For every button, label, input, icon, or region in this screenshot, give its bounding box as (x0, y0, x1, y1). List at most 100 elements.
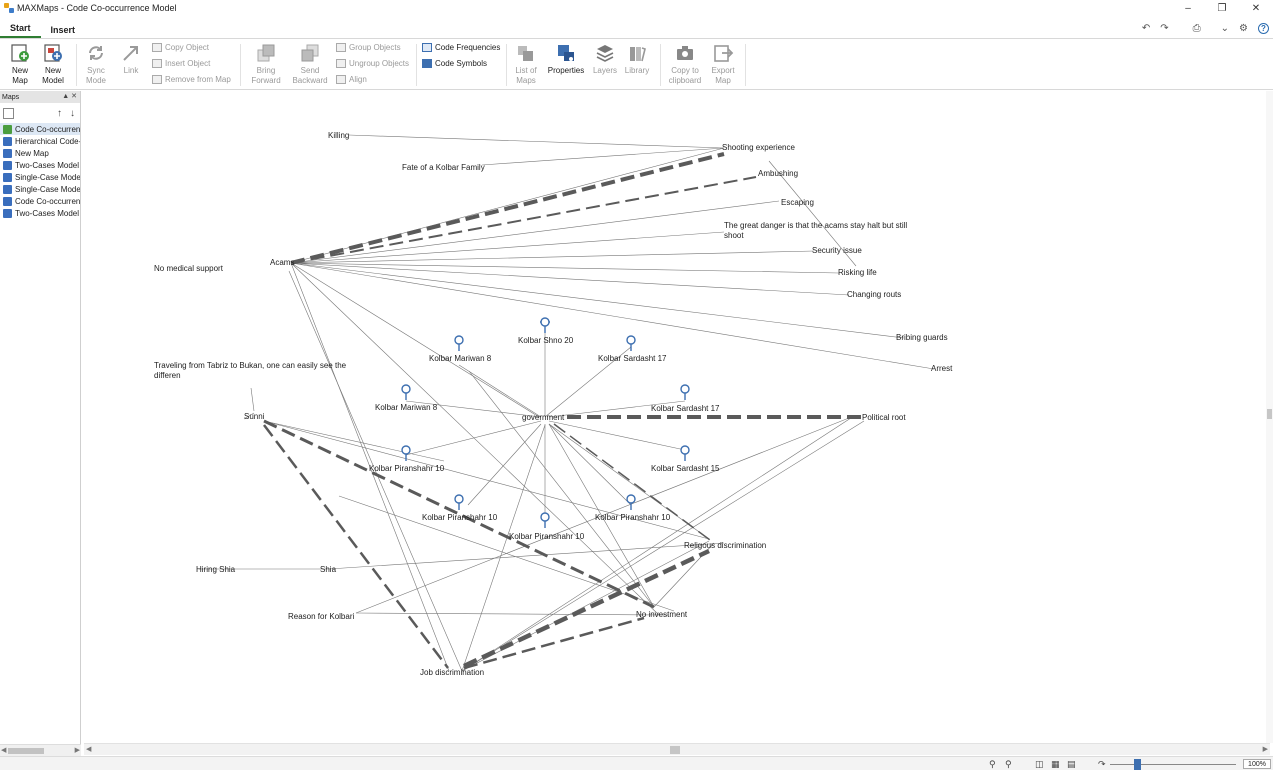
new-map-small-icon[interactable] (3, 107, 14, 119)
fit-page-icon[interactable]: ▦ (1051, 759, 1060, 769)
document-icon[interactable] (540, 512, 550, 528)
map-canvas[interactable]: Killing Shooting experience Fate of a Ko… (84, 91, 1270, 743)
gear-icon[interactable]: ⚙ (1239, 23, 1248, 34)
map-list-item[interactable]: Code Co-occurrence Model (0, 195, 80, 207)
document-kolbar-mariwan-8[interactable]: Kolbar Mariwan 8 (375, 403, 438, 412)
map-list-item[interactable]: Hierarchical Code-Subcodes Model (0, 135, 80, 147)
code-shia[interactable]: Shia (320, 565, 337, 574)
code-religious-discrimination[interactable]: Religous discrimination (684, 541, 767, 550)
scrollbar-thumb[interactable] (8, 748, 44, 754)
undo-icon[interactable]: ↶ (1141, 23, 1151, 34)
properties-button[interactable]: Properties (546, 42, 586, 76)
code-killing[interactable]: Killing (328, 131, 350, 140)
canvas-vertical-scrollbar[interactable] (1266, 91, 1273, 743)
map-list-item[interactable]: Single-Case Model (0, 171, 80, 183)
list-of-maps-button[interactable]: List of Maps (511, 42, 541, 86)
code-job-discrimination[interactable]: Job discrimination (420, 668, 485, 677)
code-risking-life[interactable]: Risking life (838, 268, 877, 277)
code-escaping[interactable]: Escaping (781, 198, 814, 207)
new-model-button[interactable]: New Model (38, 42, 68, 86)
code-hiring-shia[interactable]: Hiring Shia (196, 565, 236, 574)
minimize-icon[interactable]: – (1185, 2, 1191, 14)
code-bribing-guards[interactable]: Bribing guards (896, 333, 948, 342)
code-no-investment[interactable]: No investment (636, 610, 688, 619)
insert-object-button[interactable]: Insert Object (152, 59, 210, 68)
document-kolbar-sardasht-17[interactable]: Kolbar Sardasht 17 (598, 354, 667, 363)
copy-to-clipboard-button[interactable]: Copy to clipboard (665, 42, 705, 86)
code-arrest[interactable]: Arrest (931, 364, 953, 373)
pin-close-icon[interactable]: ▲ ✕ (62, 93, 77, 100)
document-kolbar-piranshahr-10[interactable]: Kolbar Piranshahr 10 (422, 513, 498, 522)
code-traveling-tabriz-bukan[interactable]: Traveling from Tabriz to Bukan, one can … (154, 361, 347, 380)
close-icon[interactable]: ✕ (1251, 2, 1261, 14)
document-icon[interactable] (401, 384, 411, 400)
document-icon[interactable] (626, 335, 636, 351)
map-list-item[interactable]: Single-Case Model (0, 183, 80, 195)
code-fate-of-kolbar-family[interactable]: Fate of a Kolbar Family (402, 163, 485, 172)
restore-icon[interactable]: ❐ (1217, 2, 1227, 14)
align-button[interactable]: Align (336, 75, 367, 84)
zoom-reset-icon[interactable]: ↷ (1098, 759, 1106, 769)
zoom-out-icon[interactable]: ⚲ (1005, 759, 1012, 769)
document-kolbar-piranshahr-10[interactable]: Kolbar Piranshahr 10 (369, 464, 445, 473)
print-icon[interactable]: ⎙ (1192, 23, 1201, 34)
code-symbols-button[interactable]: Code Symbols (422, 59, 487, 68)
send-backward-button[interactable]: Send Backward (290, 42, 330, 86)
code-ambushing[interactable]: Ambushing (758, 169, 799, 178)
document-icon[interactable] (401, 445, 411, 461)
zoom-slider-track[interactable] (1110, 764, 1236, 765)
document-kolbar-mariwan-8[interactable]: Kolbar Mariwan 8 (429, 354, 492, 363)
document-icon[interactable] (680, 384, 690, 400)
code-security-issue[interactable]: Security issue (812, 246, 862, 255)
ungroup-objects-button[interactable]: Ungroup Objects (336, 59, 409, 68)
scroll-left-icon[interactable]: ◀ (1, 747, 7, 754)
map-list-item[interactable]: Two-Cases Model (0, 159, 80, 171)
sync-mode-button[interactable]: Sync Mode (82, 42, 110, 86)
map-list-item[interactable]: Code Co-occurrence Model (0, 123, 80, 135)
document-kolbar-piranshahr-10[interactable]: Kolbar Piranshahr 10 (509, 532, 585, 541)
document-icon[interactable] (454, 335, 464, 351)
zoom-in-icon[interactable]: ⚲ (989, 759, 996, 769)
scroll-left-icon[interactable]: ◀ (86, 746, 92, 753)
map-list-item[interactable]: New Map (0, 147, 80, 159)
document-icon[interactable] (680, 445, 690, 461)
document-kolbar-sardasht-15[interactable]: Kolbar Sardasht 15 (651, 464, 720, 473)
actual-size-icon[interactable]: ▤ (1067, 759, 1076, 769)
bring-forward-button[interactable]: Bring Forward (246, 42, 286, 86)
chevron-down-icon[interactable]: ⌄ (1220, 23, 1230, 34)
copy-object-button[interactable]: Copy Object (152, 43, 209, 52)
export-map-button[interactable]: Export Map (706, 42, 740, 86)
layers-button[interactable]: Layers (590, 42, 620, 76)
tab-insert[interactable]: Insert (50, 25, 76, 35)
tab-start[interactable]: Start (0, 21, 41, 38)
code-political-root[interactable]: Political root (862, 413, 906, 422)
fit-width-icon[interactable]: ◫ (1035, 759, 1044, 769)
scrollbar-thumb[interactable] (1267, 409, 1272, 419)
code-shooting-experience[interactable]: Shooting experience (722, 143, 795, 152)
document-kolbar-piranshahr-10[interactable]: Kolbar Piranshahr 10 (595, 513, 671, 522)
map-list-item[interactable]: Two-Cases Model (0, 207, 80, 219)
document-kolbar-sardasht-17[interactable]: Kolbar Sardasht 17 (651, 404, 720, 413)
remove-from-map-button[interactable]: Remove from Map (152, 75, 231, 84)
group-objects-button[interactable]: Group Objects (336, 43, 401, 52)
library-button[interactable]: Library (622, 42, 652, 76)
code-reason-for-kolbari[interactable]: Reason for Kolbari (288, 612, 355, 621)
redo-icon[interactable]: ↷ (1160, 23, 1169, 34)
maps-panel-scrollbar[interactable]: ◀ ▶ (0, 744, 81, 756)
code-changing-routs[interactable]: Changing routs (847, 290, 902, 299)
document-icon[interactable] (540, 317, 550, 333)
document-icon[interactable] (626, 494, 636, 510)
scroll-right-icon[interactable]: ▶ (74, 747, 80, 754)
new-map-button[interactable]: New Map (6, 42, 34, 86)
code-sunni[interactable]: Sunni (244, 412, 265, 421)
document-icon[interactable] (454, 494, 464, 510)
arrow-up-icon[interactable]: ↑ (57, 107, 62, 119)
canvas-horizontal-scrollbar[interactable]: ◀ ▶ (84, 743, 1270, 755)
code-great-danger[interactable]: The great danger is that the acams stay … (724, 221, 908, 240)
link-button[interactable]: Link (118, 42, 144, 76)
code-government[interactable]: government (522, 413, 565, 422)
zoom-slider-thumb[interactable] (1134, 759, 1141, 770)
scrollbar-thumb[interactable] (670, 746, 680, 754)
code-acams[interactable]: Acams (270, 258, 295, 267)
help-icon[interactable]: ? (1258, 23, 1269, 34)
